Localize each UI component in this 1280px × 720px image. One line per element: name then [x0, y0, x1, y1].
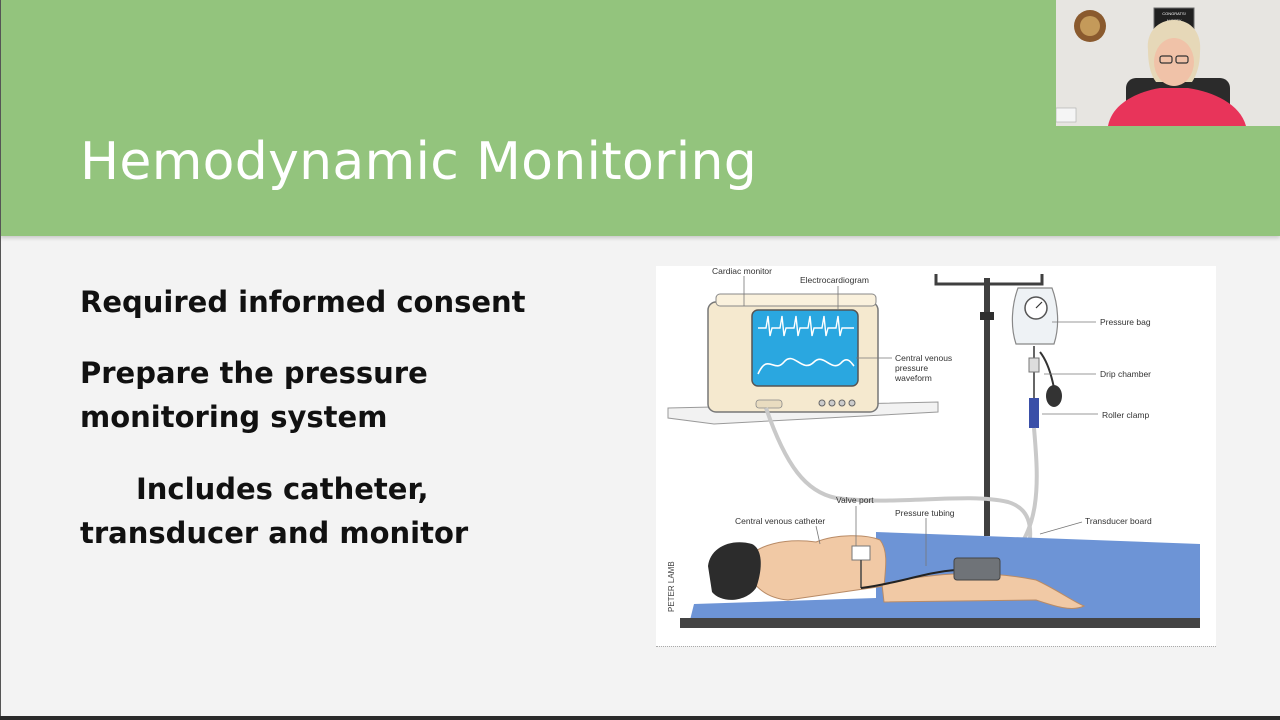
label-artist-credit: PETER LAMB [667, 561, 676, 612]
label-cardiac-monitor: Cardiac monitor [712, 266, 772, 276]
label-valve-port: Valve port [836, 495, 874, 505]
patient-figure-icon [708, 535, 1086, 609]
label-central-venous-catheter: Central venous catheter [735, 516, 825, 526]
label-pressure-tubing: Pressure tubing [895, 508, 955, 518]
label-cvp-waveform-line1: Central venous [895, 353, 952, 363]
presenter-figure [1108, 20, 1246, 126]
pressure-bag-icon [1011, 287, 1062, 428]
bullet-informed-consent: Required informed consent [80, 285, 526, 319]
diagram-bottom-border [656, 646, 1216, 647]
label-drip-chamber: Drip chamber [1100, 369, 1151, 379]
label-transducer-board: Transducer board [1085, 516, 1152, 526]
iv-pole-icon [934, 274, 1044, 536]
frame-left-edge [0, 0, 1, 720]
transducer-board-icon [953, 557, 1001, 581]
label-pressure-bag: Pressure bag [1100, 317, 1151, 327]
frame-bottom-edge [0, 716, 1280, 720]
label-cvp-waveform-line3: waveform [894, 373, 932, 383]
label-electrocardiogram: Electrocardiogram [800, 275, 869, 285]
presenter-webcam-feed: CONGRATS! AUDREY WHITAKER & ARIEA MAY [1056, 0, 1280, 126]
bullet-includes-components: Includes catheter, transducer and monito… [80, 472, 469, 550]
cardiac-monitor-icon [707, 293, 879, 413]
bullet-prepare-system: Prepare the pressure monitoring system [80, 356, 428, 434]
label-cvp-waveform-line2: pressure [895, 363, 928, 373]
label-roller-clamp: Roller clamp [1102, 410, 1150, 420]
hemodynamic-monitoring-diagram: Cardiac monitor Electrocardiogram Centra… [656, 266, 1216, 646]
poster-text-1: CONGRATS! [1162, 11, 1185, 16]
slide-title: Hemodynamic Monitoring [80, 132, 758, 192]
